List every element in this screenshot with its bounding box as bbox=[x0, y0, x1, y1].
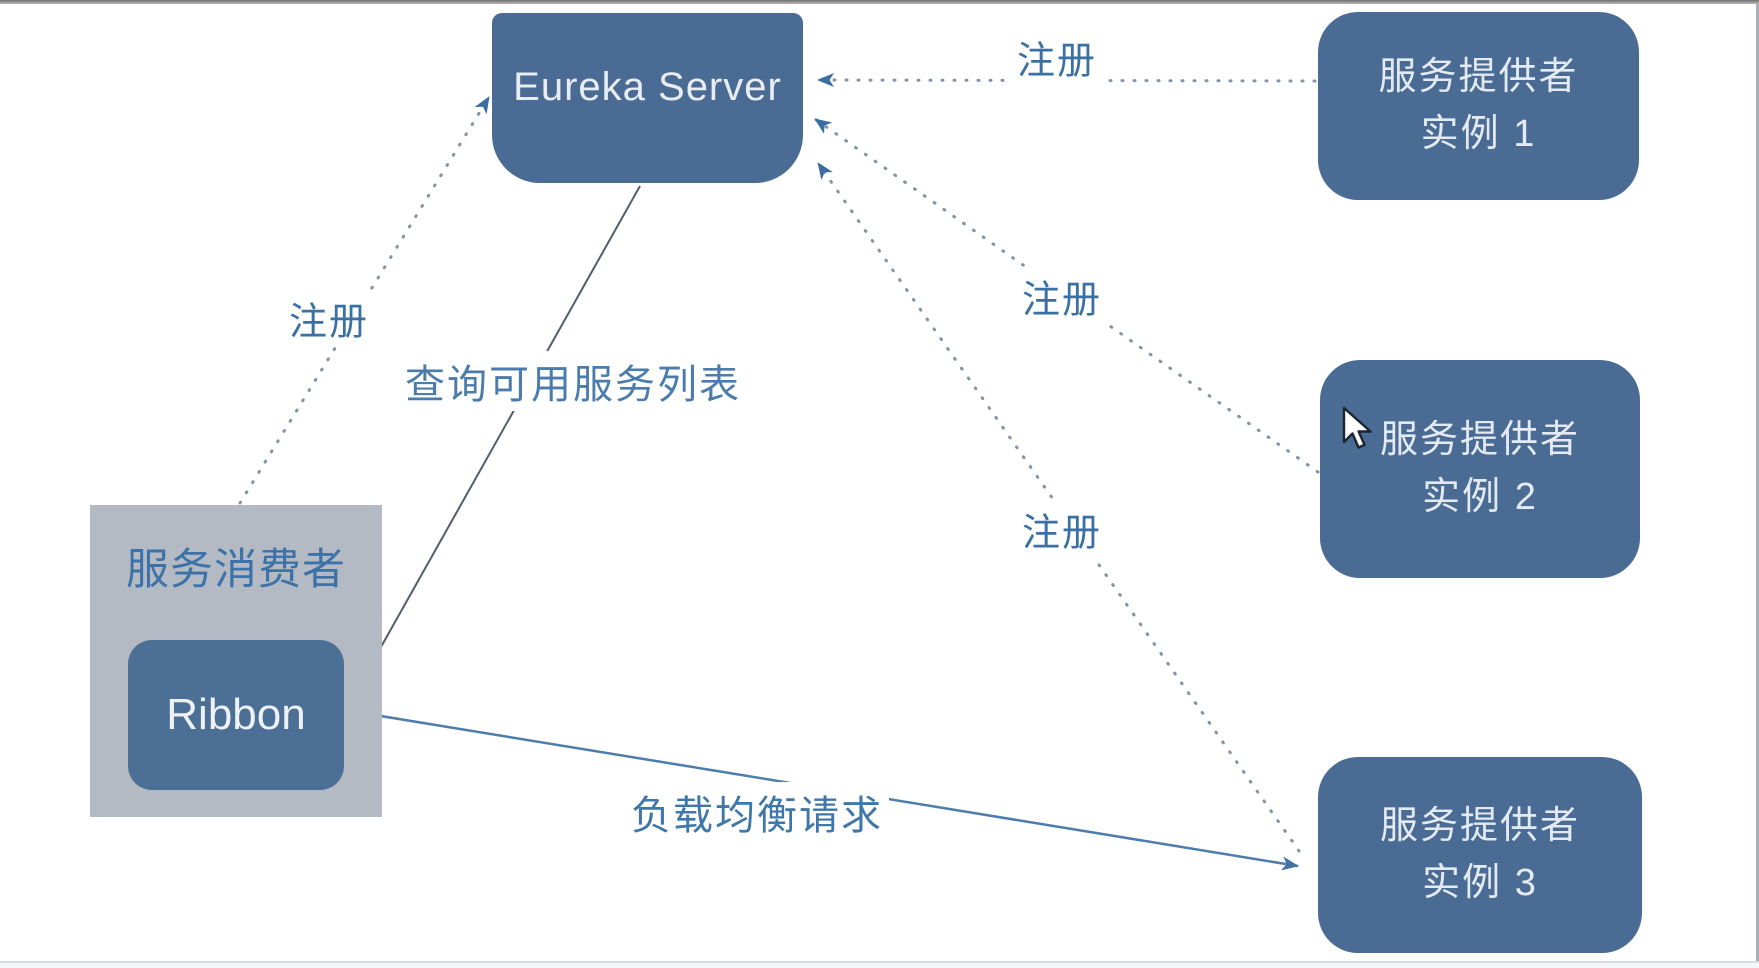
window-bottom-border bbox=[0, 961, 1759, 968]
register-label-consumer: 注册 bbox=[282, 289, 376, 347]
edge-register-consumer-to-eureka bbox=[238, 95, 491, 505]
register-label-provider3: 注册 bbox=[1015, 500, 1109, 558]
provider2-instance-label: 实例 2 bbox=[1422, 476, 1538, 518]
mouse-cursor-icon bbox=[1342, 406, 1372, 449]
register-label-provider2: 注册 bbox=[1015, 267, 1109, 325]
service-provider-3-node: 服务提供者 实例 3 bbox=[1318, 757, 1642, 953]
edge-register-provider1-to-eureka bbox=[816, 73, 1317, 88]
edge-query-eureka-to-ribbon bbox=[353, 185, 641, 696]
load-balance-request-label: 负载均衡请求 bbox=[625, 782, 889, 842]
provider1-instance-label: 实例 1 bbox=[1420, 113, 1537, 155]
query-service-list-label: 查询可用服务列表 bbox=[399, 351, 747, 411]
provider2-name-label: 服务提供者 bbox=[1379, 419, 1580, 461]
service-provider-1-node: 服务提供者 实例 1 bbox=[1318, 12, 1639, 200]
window-top-border bbox=[0, 0, 1759, 4]
service-provider-2-node: 服务提供者 实例 2 bbox=[1320, 360, 1640, 578]
ribbon-node: Ribbon bbox=[128, 640, 344, 790]
provider1-name-label: 服务提供者 bbox=[1378, 56, 1579, 98]
register-label-provider1: 注册 bbox=[1010, 28, 1104, 86]
provider3-name-label: 服务提供者 bbox=[1379, 805, 1580, 847]
window-right-border bbox=[1756, 4, 1759, 968]
ribbon-label: Ribbon bbox=[166, 690, 306, 739]
eureka-server-label: Eureka Server bbox=[513, 64, 782, 109]
service-consumer-label: 服务消费者 bbox=[126, 546, 346, 594]
eureka-server-node: Eureka Server bbox=[492, 13, 803, 183]
provider3-instance-label: 实例 3 bbox=[1422, 862, 1538, 904]
